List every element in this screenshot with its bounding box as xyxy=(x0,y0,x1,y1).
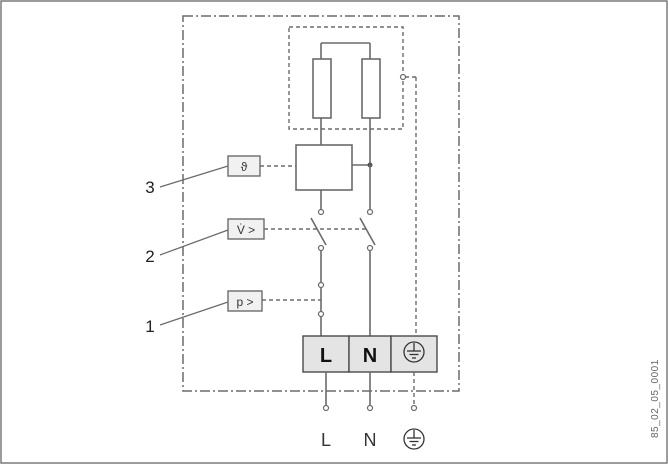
switch-live-bottom-contact xyxy=(317,244,325,252)
supply-live-end xyxy=(322,404,330,412)
output-l-label: L xyxy=(321,430,331,450)
heating-element-1 xyxy=(312,58,332,119)
callout-2-leader xyxy=(159,229,229,256)
flow-switch-label: V̇ > xyxy=(237,223,255,237)
output-n-label: N xyxy=(364,430,377,450)
switch-neutral-top-contact xyxy=(366,208,374,216)
heating-elements xyxy=(312,42,381,165)
supply-earth-end xyxy=(410,404,418,412)
callout-1: 1 xyxy=(145,317,154,336)
callout-2: 2 xyxy=(145,247,154,266)
temperature-limiter-label: ϑ xyxy=(241,160,248,174)
switch-live-top-contact xyxy=(317,208,325,216)
ground-icon xyxy=(403,341,425,363)
terminal-l xyxy=(302,335,350,373)
callout-1-leader xyxy=(159,301,229,326)
control-unit xyxy=(295,144,353,191)
figure-code: 85_02_05_0001 xyxy=(650,359,661,438)
terminal-n-label: N xyxy=(363,345,377,367)
pressure-contact-top xyxy=(317,281,325,289)
switch-neutral-bottom-contact xyxy=(366,244,374,252)
appliance-boundary xyxy=(182,15,460,392)
heating-element-2 xyxy=(361,58,381,119)
supply-neutral-end xyxy=(366,404,374,412)
ground-icon xyxy=(403,428,425,450)
enclosure-earth-point xyxy=(399,73,407,81)
switch-blade-live xyxy=(310,217,327,246)
terminal-n xyxy=(348,335,392,373)
terminal-block: L N xyxy=(302,335,438,373)
pressure-switch-label: p > xyxy=(236,295,253,309)
terminal-l-label: L xyxy=(320,345,332,367)
switch-blade-neutral xyxy=(359,217,376,246)
callout-3-leader xyxy=(159,165,229,188)
pressure-contact-bottom xyxy=(317,310,325,318)
callout-3: 3 xyxy=(145,178,154,197)
pressure-switch-box xyxy=(227,290,263,312)
